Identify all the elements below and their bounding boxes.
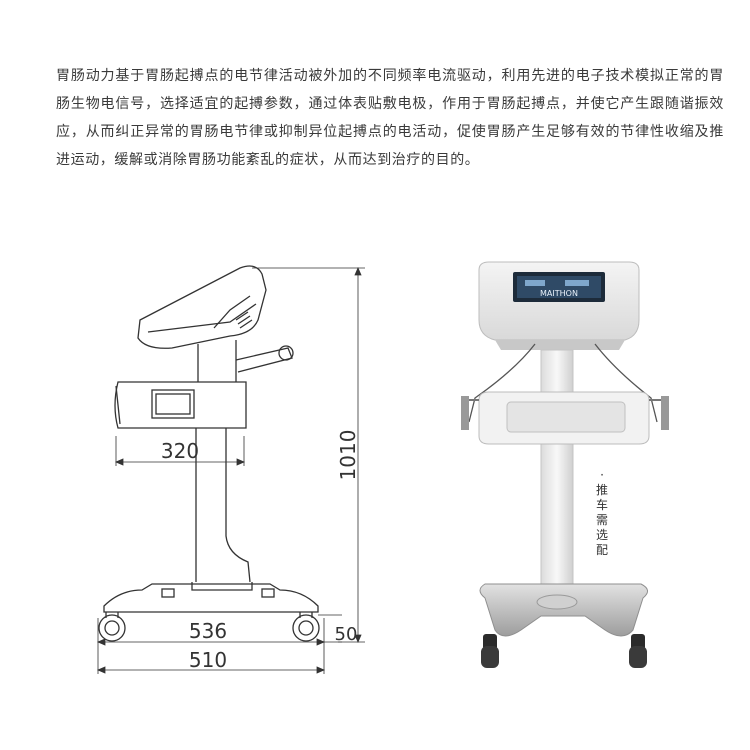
dimension-drawing: 1010 320 536 510 50 [96, 265, 365, 674]
dimension-handle-depth: 320 [161, 439, 199, 463]
cart-optional-note: · 推车需选配 [595, 468, 608, 557]
dimension-wheel-height: 50 [335, 624, 358, 645]
device-photo: MAITHON [461, 261, 669, 668]
dimension-base-inner: 536 [189, 619, 227, 643]
product-description: 胃肠动力基于胃肠起搏点的电节律活动被外加的不同频率电流驱动，利用先进的电子技术模… [56, 68, 724, 168]
dimension-height: 1010 [336, 430, 360, 481]
dimension-base-outer: 510 [189, 648, 227, 672]
brand-logo: MAITHON [540, 289, 578, 298]
